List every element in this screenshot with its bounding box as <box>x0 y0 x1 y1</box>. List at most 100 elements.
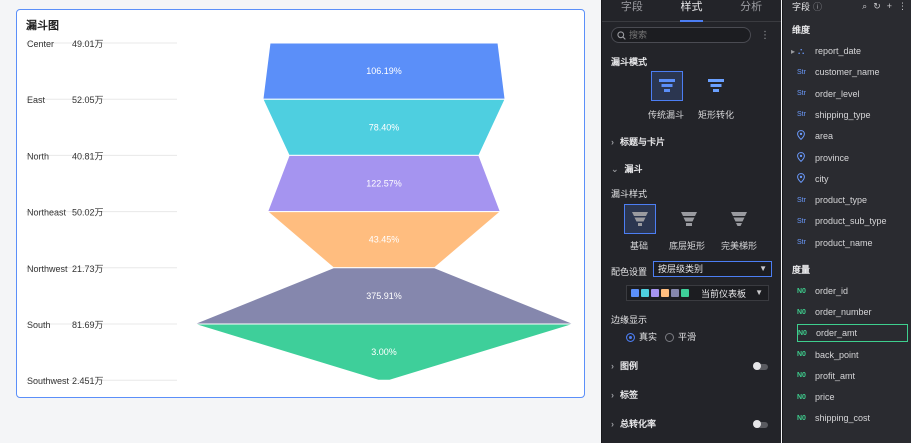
edge-option-real-label: 真实 <box>639 332 658 342</box>
hierarchy-icon: ▸⛬ <box>791 45 805 56</box>
section-title-card[interactable]: › 标题与卡片 <box>611 135 665 148</box>
mode-traditional-button[interactable] <box>651 71 683 101</box>
conversion-label: 43.45% <box>369 235 400 245</box>
mode-rect-label: 矩形转化 <box>698 110 735 120</box>
field-panel-header: 字段 ⓘ ⌕ ↻ + ⋮ <box>792 0 907 12</box>
chevron-right-icon: › <box>611 361 614 371</box>
measure-field-label: order_id <box>815 286 849 296</box>
chevron-right-icon: › <box>611 137 614 147</box>
string-icon: Str <box>797 90 806 98</box>
edge-option-real[interactable]: 真实 <box>626 330 657 343</box>
conversion-label: 78.40% <box>369 122 400 132</box>
measure-field-label: profit_amt <box>815 370 856 381</box>
chevron-right-icon: › <box>611 390 614 400</box>
section-legend[interactable]: ›图例 <box>611 359 638 372</box>
tab-style[interactable]: 样式 <box>662 0 722 22</box>
style-perfect-trap-button[interactable] <box>723 204 755 234</box>
dimension-field-item[interactable]: Str shipping_type <box>797 106 908 124</box>
add-icon[interactable]: + <box>886 0 892 11</box>
palette-swatch <box>651 289 659 297</box>
conversion-label: 375.91% <box>366 291 402 301</box>
color-setting-select[interactable]: 按层级类别 ▼ <box>653 261 772 277</box>
dimension-field-item[interactable]: city <box>797 170 908 188</box>
number-icon: N0 <box>797 287 806 295</box>
chevron-right-icon: › <box>611 419 614 429</box>
string-icon: Str <box>797 217 806 225</box>
conversion-label: 122.57% <box>366 179 402 189</box>
measure-field-item[interactable]: N0 order_id <box>797 282 908 300</box>
number-icon: N0 <box>797 308 806 316</box>
section-label[interactable]: › 标签 <box>611 388 638 401</box>
more-icon[interactable]: ⋮ <box>898 0 907 11</box>
dimension-field-label: area <box>815 131 834 142</box>
refresh-icon[interactable]: ↻ <box>873 0 881 11</box>
category-label: Northeast <box>27 208 67 218</box>
dimension-field-label: product_type <box>815 195 868 206</box>
tab-analysis[interactable]: 分析 <box>740 1 763 13</box>
legend-toggle[interactable] <box>753 362 768 370</box>
dimension-field-label: shipping_type <box>815 109 871 120</box>
tab-fields[interactable]: 字段 <box>620 1 643 13</box>
measure-field-item[interactable]: N0 price <box>797 388 908 406</box>
section-label-label: 标签 <box>620 390 639 400</box>
more-icon[interactable]: ⋮ <box>760 29 770 41</box>
number-icon: N0 <box>797 351 806 359</box>
value-label: 49.01万 <box>72 39 104 49</box>
mode-rect-button[interactable] <box>700 71 732 101</box>
dimension-field-item[interactable]: ▸⛬report_date <box>791 42 908 60</box>
dimension-field-item[interactable]: province <box>797 149 908 167</box>
search-box[interactable] <box>611 27 751 43</box>
section-funnel[interactable]: ⌄漏斗 <box>611 162 643 175</box>
funnel-perfect-trap-icon <box>731 212 747 226</box>
edge-option-smooth[interactable]: 平滑 <box>665 330 696 343</box>
style-panel: 字段 样式 分析 ⋮ 漏斗模式 传统漏斗 矩形转化 ›标题与卡片 ⌄漏斗 漏斗样… <box>601 0 781 443</box>
string-icon: Str <box>797 239 806 247</box>
style-perfect-trap-label: 完美梯形 <box>721 241 758 251</box>
category-label: North <box>27 151 49 161</box>
palette-select[interactable]: 当前仪表板 ▼ <box>626 285 769 301</box>
color-setting-label: 配色设置 <box>611 267 648 277</box>
mode-traditional-label: 传统漏斗 <box>648 110 685 120</box>
section-conversion[interactable]: ›总转化率 <box>611 417 656 430</box>
value-label: 52.05万 <box>72 95 104 105</box>
dimension-field-label: order_level <box>815 88 860 99</box>
category-label: Northwest <box>27 264 68 274</box>
edge-option-smooth-label: 平滑 <box>678 332 697 342</box>
dimension-field-item[interactable]: Str order_level <box>797 85 908 103</box>
style-bottom-rect-button[interactable] <box>673 204 705 234</box>
number-icon: N0 <box>797 414 806 422</box>
value-label: 40.81万 <box>72 151 104 161</box>
dimension-field-label: customer_name <box>815 67 880 78</box>
string-icon: Str <box>797 111 806 119</box>
color-setting-value: 按层级类别 <box>658 264 704 274</box>
palette-swatch <box>631 289 639 297</box>
search-row: ⋮ <box>611 27 770 43</box>
conversion-toggle[interactable] <box>753 420 768 428</box>
search-icon[interactable]: ⌕ <box>862 0 868 11</box>
measure-field-label: price <box>815 392 835 402</box>
number-icon: N0 <box>797 393 806 401</box>
dimension-field-item[interactable]: area <box>797 127 908 145</box>
style-basic-button[interactable] <box>624 204 656 234</box>
palette-swatch <box>661 289 669 297</box>
geo-icon <box>797 130 815 142</box>
funnel-segment[interactable] <box>193 323 575 381</box>
search-input[interactable] <box>629 30 739 40</box>
value-label: 81.69万 <box>72 320 104 330</box>
funnel-mode-title: 漏斗模式 <box>611 57 648 67</box>
section-title-card-label: 标题与卡片 <box>620 137 666 147</box>
info-icon[interactable]: ⓘ <box>813 1 823 12</box>
value-label: 2.451万 <box>72 376 104 386</box>
